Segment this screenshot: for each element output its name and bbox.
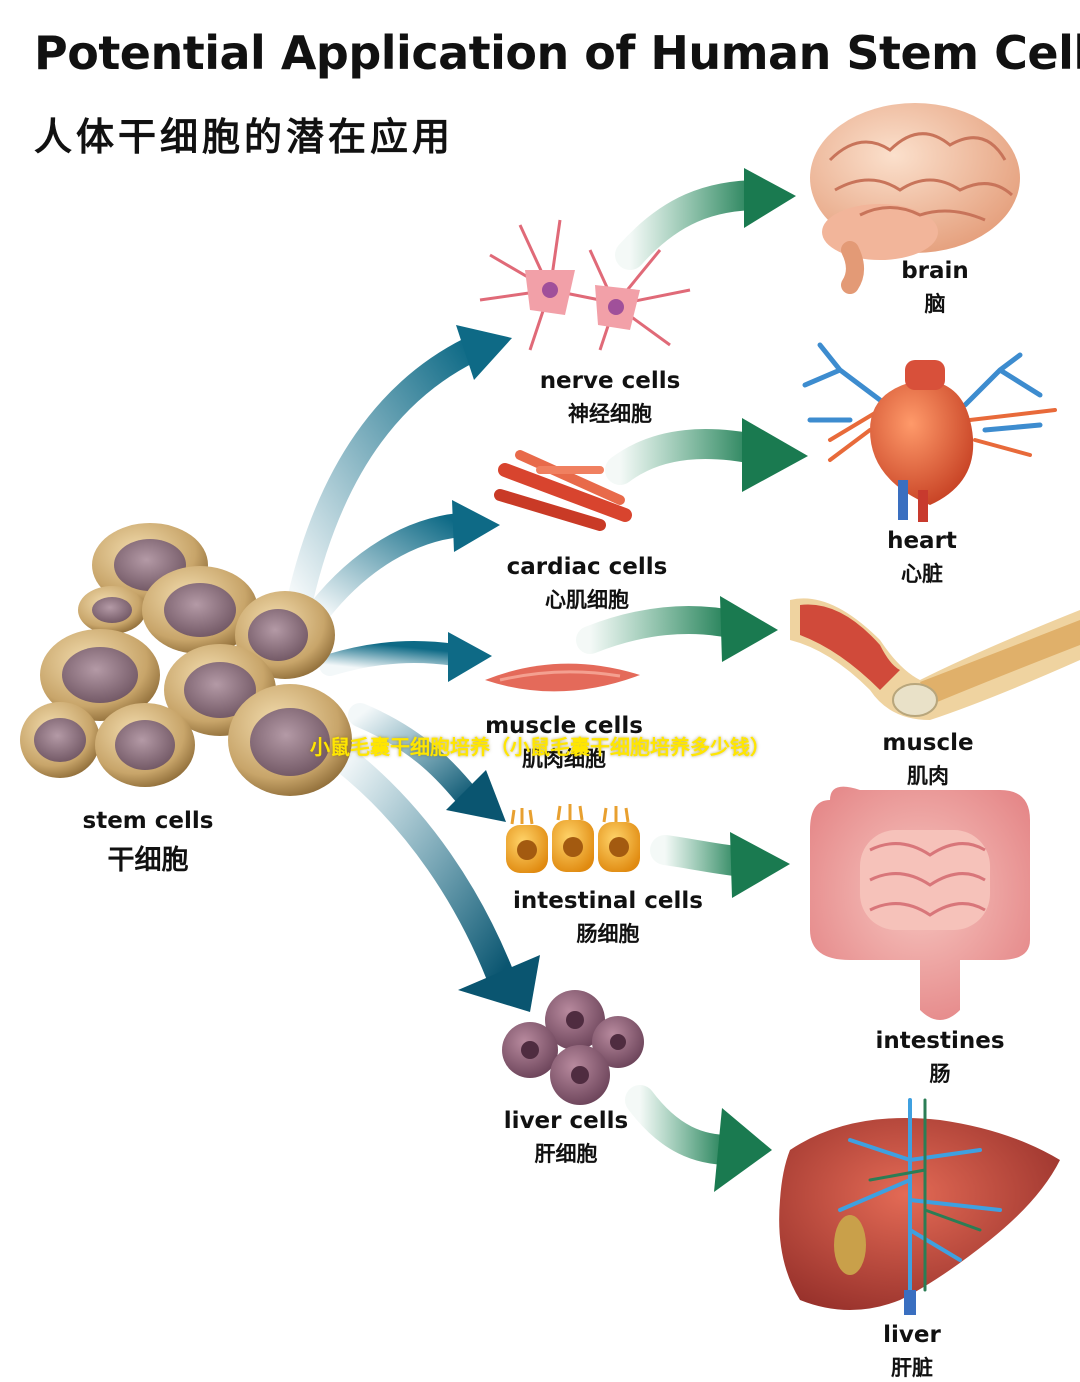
page-subtitle: 人体干细胞的潜在应用 bbox=[34, 115, 455, 159]
muscle-label-zh: 肌肉 bbox=[907, 764, 949, 788]
arrow-to-muscle bbox=[319, 632, 492, 682]
brain-label-zh: 脑 bbox=[924, 292, 946, 316]
intestines-image bbox=[810, 786, 1030, 1020]
intestinal-cells-label-zh: 肠细胞 bbox=[576, 922, 640, 946]
overlay-caption: 小鼠毛囊干细胞培养（小鼠毛囊干细胞培养多少钱） bbox=[310, 735, 770, 759]
liver-image bbox=[779, 1098, 1060, 1315]
cardiac-cells-image bbox=[494, 450, 632, 531]
nerve-cells-label-en: nerve cells bbox=[539, 368, 681, 394]
intestinal-cells-label: intestinal cells 肠细胞 bbox=[498, 888, 718, 948]
muscle-cells-label-zh: 肌肉细胞 bbox=[522, 747, 606, 771]
cardiac-cells-label-en: cardiac cells bbox=[506, 554, 668, 580]
muscle-cells-image bbox=[485, 663, 640, 692]
intestinal-cells-image bbox=[506, 804, 640, 873]
muscle-cells-label: muscle cells 肌肉细胞 bbox=[464, 713, 664, 773]
heart-image bbox=[802, 342, 1057, 522]
intestines-label-en: intestines bbox=[875, 1028, 1005, 1054]
muscle-cells-label-en: muscle cells bbox=[485, 713, 643, 739]
brain-image bbox=[810, 103, 1020, 294]
heart-label: heart 心脏 bbox=[862, 528, 982, 588]
muscle-image bbox=[790, 598, 1080, 720]
liver-label: liver 肝脏 bbox=[852, 1322, 972, 1382]
stem-cells-label-en: stem cells bbox=[82, 808, 214, 834]
nerve-cells-image bbox=[479, 219, 691, 351]
arrow-to-brain bbox=[615, 168, 796, 270]
arrow-to-liver bbox=[331, 746, 540, 1012]
liver-cells-label-zh: 肝细胞 bbox=[534, 1142, 598, 1166]
arrow-to-cardiac bbox=[308, 500, 500, 622]
arrow-to-nerve bbox=[287, 325, 512, 613]
intestinal-cells-label-en: intestinal cells bbox=[513, 888, 703, 914]
stem-cells-label-zh: 干细胞 bbox=[107, 845, 189, 876]
intestines-label: intestines 肠 bbox=[870, 1028, 1010, 1088]
arrow-to-liver-organ bbox=[625, 1085, 772, 1192]
liver-label-zh: 肝脏 bbox=[891, 1356, 933, 1380]
cardiac-cells-label-zh: 心肌细胞 bbox=[545, 588, 629, 612]
liver-cells-image bbox=[502, 990, 644, 1105]
liver-label-en: liver bbox=[883, 1322, 941, 1348]
arrow-to-muscle-organ bbox=[576, 596, 778, 662]
heart-label-en: heart bbox=[887, 528, 957, 554]
muscle-label: muscle 肌肉 bbox=[868, 730, 988, 790]
liver-cells-label: liver cells 肝细胞 bbox=[466, 1108, 666, 1168]
heart-label-zh: 心脏 bbox=[901, 562, 943, 586]
nerve-cells-label: nerve cells 神经细胞 bbox=[510, 368, 710, 428]
page-title: Potential Application of Human Stem Cell… bbox=[34, 26, 1080, 80]
muscle-label-en: muscle bbox=[882, 730, 974, 756]
intestines-label-zh: 肠 bbox=[929, 1062, 951, 1086]
liver-cells-label-en: liver cells bbox=[503, 1108, 629, 1134]
brain-label-en: brain bbox=[901, 258, 969, 284]
cardiac-cells-label: cardiac cells 心肌细胞 bbox=[487, 554, 687, 614]
brain-label: brain 脑 bbox=[875, 258, 995, 318]
arrow-to-intestines bbox=[650, 832, 790, 898]
nerve-cells-label-zh: 神经细胞 bbox=[568, 402, 652, 426]
arrow-to-heart bbox=[605, 418, 808, 492]
stem-cells-image bbox=[20, 523, 352, 796]
stem-cells-label: stem cells 干细胞 bbox=[68, 808, 228, 877]
arrow-to-intestinal bbox=[348, 703, 506, 822]
